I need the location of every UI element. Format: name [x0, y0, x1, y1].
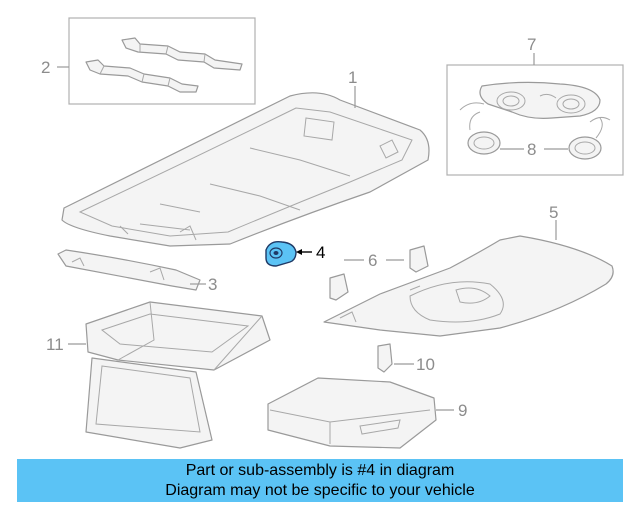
callout-8: 8 — [527, 140, 536, 159]
callout-2: 2 — [41, 58, 50, 77]
part-3-trim-strip — [57, 249, 201, 291]
banner-line-2: Diagram may not be specific to your vehi… — [165, 482, 475, 499]
callout-11: 11 — [46, 335, 64, 354]
banner-line-1: Part or sub-assembly is #4 in diagram — [185, 462, 455, 479]
part-5-console-panel — [323, 235, 614, 337]
callout-1: 1 — [348, 68, 357, 87]
callout-10: 10 — [416, 355, 435, 374]
part-6-clips — [329, 245, 429, 301]
part-11-overhead-screen — [85, 301, 271, 449]
part-1-headliner — [61, 92, 430, 247]
part-7-lamp-assembly — [446, 64, 624, 176]
callout-4: 4 — [316, 243, 325, 262]
part-9-dome-lamp — [267, 377, 437, 449]
callout-3: 3 — [208, 275, 217, 294]
callout-7: 7 — [527, 35, 536, 54]
part-10-clip — [377, 343, 393, 373]
info-banner: Part or sub-assembly is #4 in diagram Di… — [17, 459, 623, 502]
callout-6: 6 — [368, 251, 377, 270]
part-2-brackets — [68, 17, 256, 105]
callout-5: 5 — [549, 203, 558, 222]
callout-9: 9 — [458, 401, 467, 420]
part-4-clip-highlighted — [265, 240, 297, 267]
